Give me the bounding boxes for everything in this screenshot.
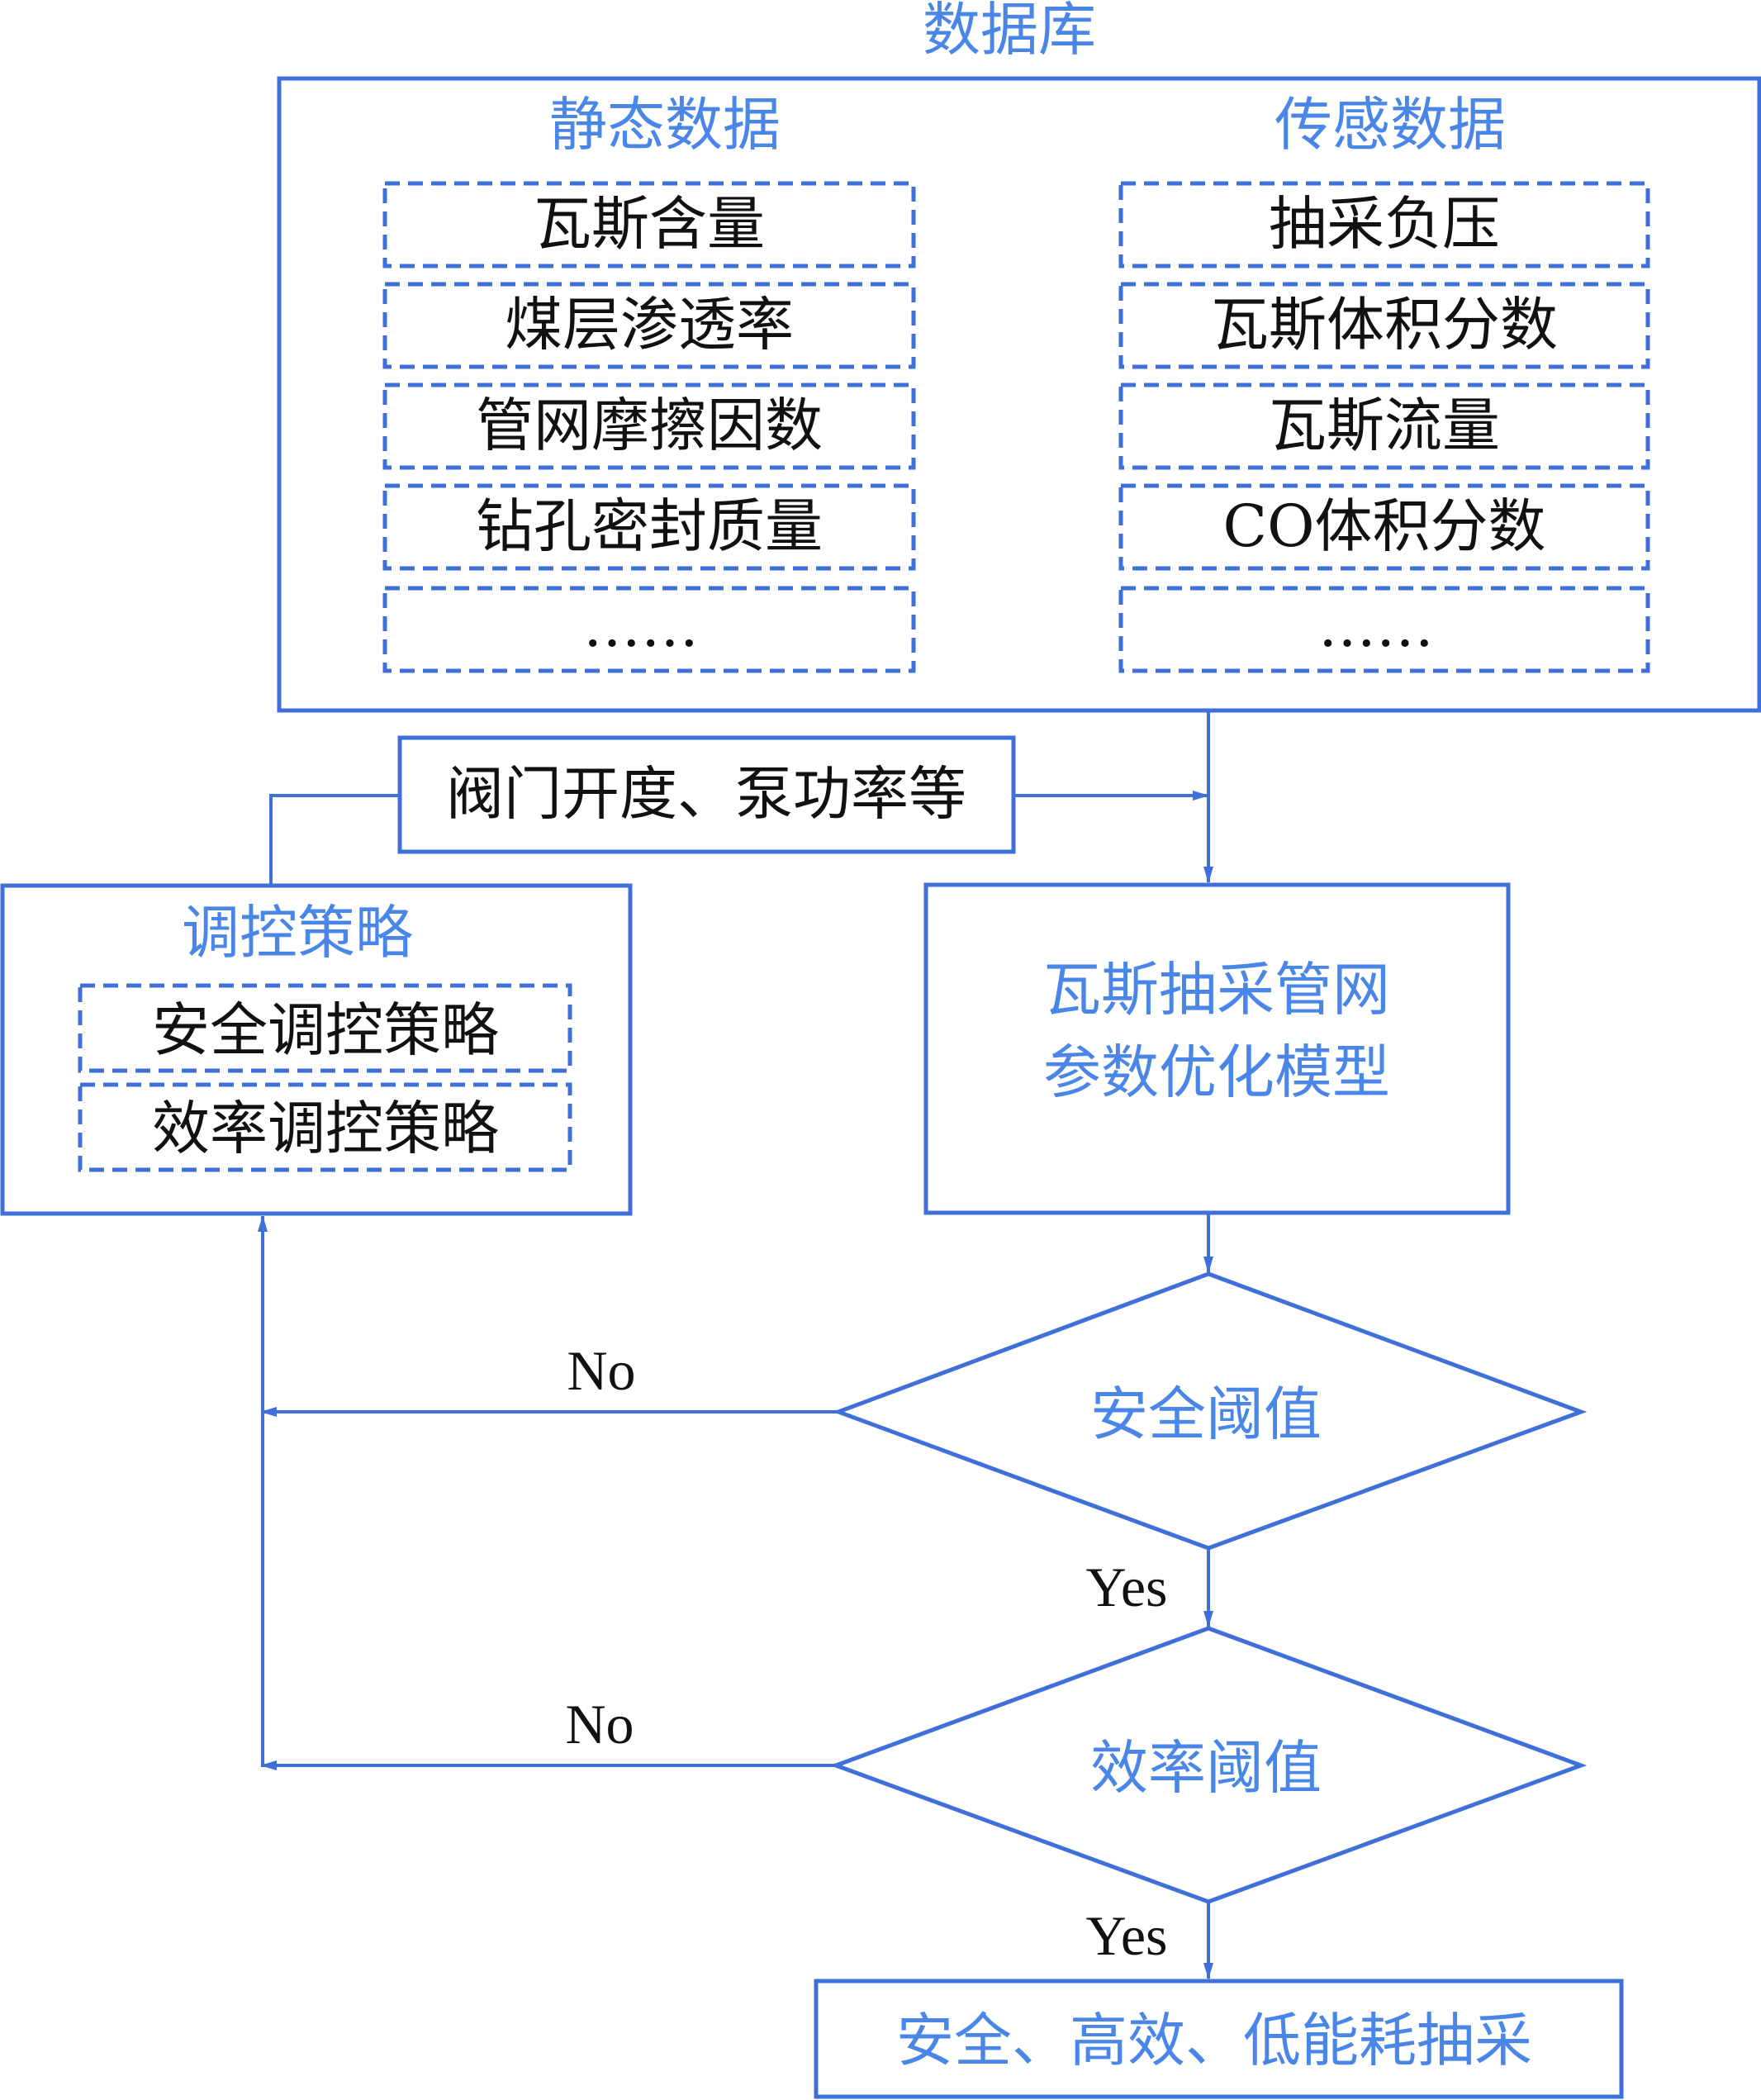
- strategy-box: [0, 883, 633, 1216]
- sensor-item-ellipsis: ……: [1318, 592, 1434, 660]
- database-box: [277, 76, 1761, 713]
- static-item-box: [382, 483, 916, 571]
- sensor-item-gas-flow: 瓦斯流量: [1269, 392, 1500, 459]
- static-item-permeability: 煤层渗透率: [505, 291, 794, 359]
- database-title: 数据库: [923, 0, 1096, 64]
- sensor-item-box: [1118, 181, 1650, 268]
- line-strategy-up: [269, 794, 400, 886]
- control-params-label: 阀门开度、泵功率等: [446, 760, 966, 828]
- model-title-line1: 瓦斯抽采管网: [1043, 956, 1390, 1024]
- efficiency-no-label: No: [565, 1693, 634, 1756]
- static-item-box: [382, 282, 916, 369]
- strategy-title: 调控策略: [182, 899, 413, 967]
- static-item-friction: 管网摩擦因数: [476, 392, 823, 459]
- model-title-line2: 参数优化模型: [1043, 1038, 1390, 1106]
- efficiency-threshold-label: 效率阈值: [1090, 1734, 1322, 1802]
- result-box: [814, 1979, 1624, 2099]
- sensor-item-box: [1118, 483, 1650, 571]
- safety-no-label: No: [567, 1339, 635, 1402]
- sensor-item-box: [1118, 586, 1650, 673]
- model-box: [923, 882, 1511, 1215]
- strategy-item-safety: 安全调控策略: [152, 996, 499, 1064]
- safety-threshold-label: 安全阈值: [1090, 1380, 1322, 1448]
- strategy-item-box: [78, 1082, 572, 1172]
- static-item-box: [382, 382, 916, 470]
- sensor-data-title: 传感数据: [1274, 91, 1506, 159]
- strategy-item-box: [78, 983, 572, 1073]
- sensor-item-box: [1118, 282, 1650, 369]
- static-data-title: 静态数据: [549, 91, 781, 159]
- static-item-gas-content: 瓦斯含量: [534, 190, 765, 258]
- sensor-item-negative-pressure: 抽采负压: [1269, 190, 1500, 258]
- static-item-box: [382, 181, 916, 268]
- strategy-item-efficiency: 效率调控策略: [152, 1095, 499, 1162]
- static-data-list: 瓦斯含量 煤层渗透率 管网摩擦因数 钻孔密封质量 ……: [382, 181, 916, 673]
- static-item-box: [382, 586, 916, 673]
- sensor-data-list: 抽采负压 瓦斯体积分数 瓦斯流量 CO体积分数 ……: [1118, 181, 1650, 673]
- sensor-item-co-volume-fraction: CO体积分数: [1223, 492, 1546, 560]
- sensor-item-gas-volume-fraction: 瓦斯体积分数: [1211, 291, 1558, 359]
- result-label: 安全、高效、低能耗抽采: [896, 2007, 1532, 2074]
- safety-yes-label: Yes: [1086, 1556, 1168, 1618]
- sensor-item-box: [1118, 382, 1650, 470]
- efficiency-yes-label: Yes: [1086, 1904, 1168, 1967]
- static-item-ellipsis: ……: [583, 592, 699, 660]
- static-item-seal-quality: 钻孔密封质量: [476, 492, 823, 560]
